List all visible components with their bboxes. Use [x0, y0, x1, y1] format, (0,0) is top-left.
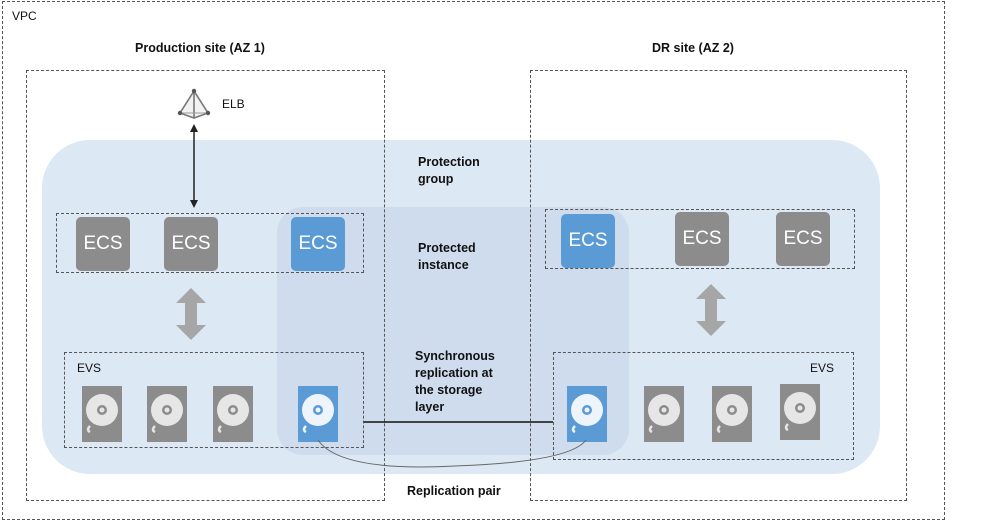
production-evs-label: EVS	[77, 361, 102, 375]
vpc-label: VPC	[12, 9, 37, 23]
production-evs-group	[64, 352, 364, 448]
replication-pair-curve	[317, 439, 587, 468]
dr-ecs-3: ECS	[776, 212, 830, 266]
dr-ecs-evs-arrow	[696, 284, 726, 336]
dr-disk-2	[644, 386, 684, 442]
production-site-box	[26, 70, 385, 501]
dr-disk-protected	[567, 386, 607, 442]
production-ecs-protected: ECS	[291, 217, 345, 271]
elb-label: ELB	[222, 97, 245, 111]
dr-site-title: DR site (AZ 2)	[652, 41, 734, 55]
dr-evs-group	[553, 352, 854, 460]
elb-ecs-arrow	[190, 124, 198, 208]
production-disk-2	[147, 386, 187, 442]
production-ecs-group	[56, 213, 364, 273]
dr-disk-3	[712, 386, 752, 442]
production-disk-3	[213, 386, 253, 442]
production-ecs-1: ECS	[76, 217, 130, 271]
dr-site-box	[530, 70, 907, 501]
replication-pair-label: Replication pair	[407, 484, 501, 498]
dr-disk-4	[780, 384, 820, 440]
vpc-boundary	[2, 1, 945, 520]
dr-evs-label: EVS	[810, 361, 835, 375]
production-ecs-evs-arrow	[176, 288, 206, 340]
elb-icon	[177, 88, 211, 119]
production-ecs-2: ECS	[164, 217, 218, 271]
dr-ecs-2: ECS	[675, 212, 729, 266]
production-site-title: Production site (AZ 1)	[135, 41, 265, 55]
dr-ecs-group	[545, 209, 855, 269]
production-disk-protected	[298, 386, 338, 442]
production-disk-1	[82, 386, 122, 442]
dr-ecs-protected: ECS	[561, 214, 615, 268]
